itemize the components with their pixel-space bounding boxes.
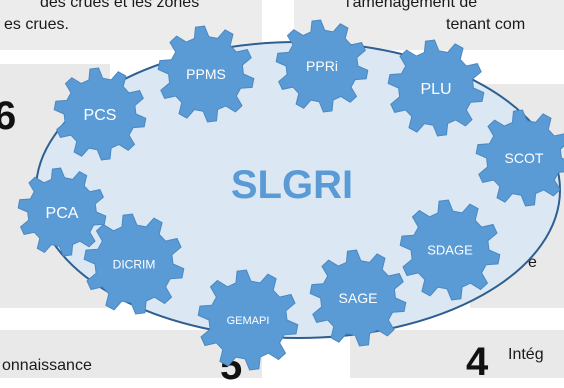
top-right-text-line2: tenant com [446, 16, 526, 33]
gear-plu: PLU [387, 39, 485, 137]
gear-sdage-shape [399, 199, 501, 301]
bottom-left-text: onnaissance [2, 357, 92, 374]
gear-sdage: SDAGE [399, 199, 501, 301]
gear-dicrim-label: DICRIM [113, 257, 156, 271]
gear-pcs: PCS [53, 67, 147, 161]
panel-bottom-right [350, 330, 564, 378]
gear-pca: PCA [17, 167, 107, 257]
gear-plu-shape [387, 39, 485, 137]
gear-sage-shape [309, 249, 407, 347]
gear-scot-label: SCOT [505, 150, 544, 166]
gear-pca-label: PCA [46, 205, 79, 222]
gear-sage: SAGE [309, 249, 407, 347]
center-label: SLGRI [231, 163, 353, 207]
gear-dicrim-shape [83, 213, 185, 315]
gear-ppms: PPMS [157, 25, 255, 123]
gear-ppri: PPRi [275, 19, 369, 113]
gear-scot-shape [475, 109, 564, 207]
gear-gemapi-shape [197, 269, 299, 371]
gear-plu-label: PLU [420, 81, 451, 98]
gear-scot: SCOT [475, 109, 564, 207]
gear-pcs-shape [53, 67, 147, 161]
top-right-text-line1: l'aménagement de [346, 0, 478, 11]
gear-ppri-shape [275, 19, 369, 113]
gear-sage-label: SAGE [339, 290, 378, 306]
gear-gemapi: GEMAPI [197, 269, 299, 371]
step-number-4: 4 [466, 340, 489, 384]
gear-pcs-label: PCS [84, 107, 117, 124]
gear-pca-shape [17, 167, 107, 257]
top-left-text-line1: des crues et les zones [40, 0, 200, 11]
gear-ppms-label: PPMS [186, 66, 226, 82]
gear-sdage-label: SDAGE [427, 243, 473, 258]
bottom-right-text: Intég [508, 346, 544, 363]
gear-gemapi-label: GEMAPI [227, 315, 270, 327]
gear-ppms-shape [157, 25, 255, 123]
top-left-text-line2: es crues. [4, 16, 69, 33]
step-number-6: 6 [0, 94, 17, 138]
gear-ppri-label: PPRi [306, 58, 338, 74]
right-partial-text: e [528, 254, 537, 271]
gear-dicrim: DICRIM [83, 213, 185, 315]
